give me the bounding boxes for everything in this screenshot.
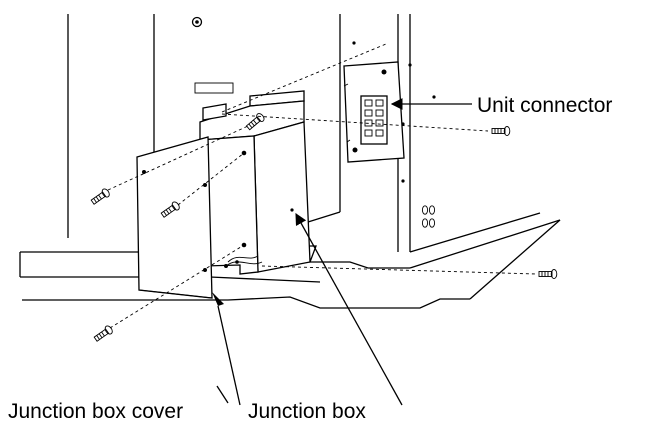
screws (90, 113, 558, 342)
screw-icon (93, 325, 113, 342)
unit-connector-label: Unit connector (477, 94, 612, 117)
junction-box-cover-leader-tick (216, 385, 229, 404)
junction-box-cover (136, 136, 213, 299)
connector-screw-hole-top (381, 69, 387, 75)
leader-arrows (212, 98, 472, 406)
junction-box (199, 90, 311, 275)
junction-box-cover-label: Junction box cover (8, 400, 183, 423)
junction-box-arrow (295, 212, 403, 406)
connector-screw-hole-bottom (352, 147, 358, 153)
screw-icon (90, 188, 110, 205)
screw-icon (160, 201, 180, 218)
screw-icon (491, 126, 511, 136)
unit-housing (67, 14, 436, 262)
screw-icon (245, 113, 265, 131)
junction-box-cover-arrowhead (212, 292, 224, 306)
assembly-guide-lines (107, 43, 537, 329)
unit-connector (343, 61, 405, 163)
screw-icon (538, 269, 558, 279)
connector-pins (364, 99, 384, 137)
junction-box-label: Junction box (248, 400, 366, 423)
junction-box-cover-leader (217, 305, 241, 406)
